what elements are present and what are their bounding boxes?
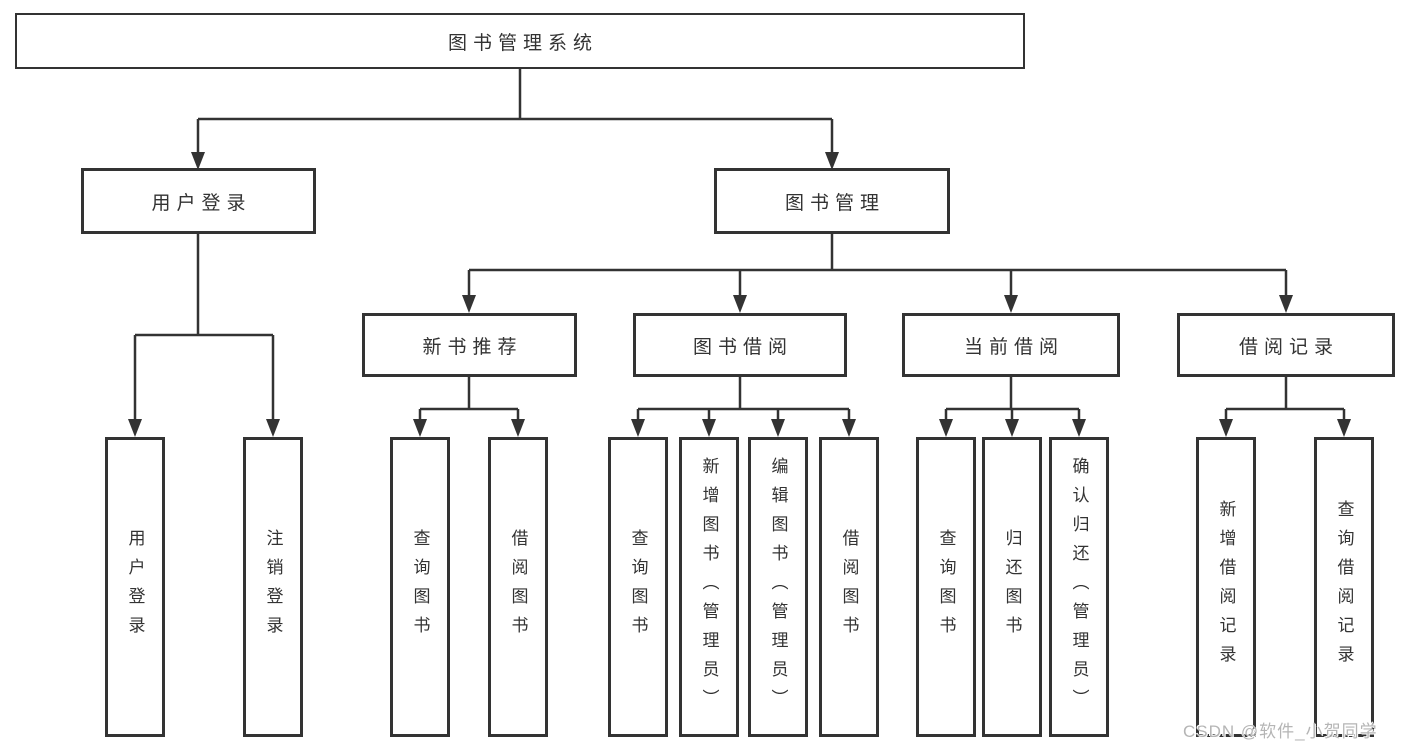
node-library-system: 图书管理系统 — [15, 13, 1025, 69]
leaf-query-borrow-record-label: 查询借阅记录 — [1334, 500, 1354, 674]
node-book-management: 图书管理 — [714, 168, 950, 234]
leaf-borrow-books-1-label: 借阅图书 — [508, 529, 528, 645]
leaf-add-borrow-record-label: 新增借阅记录 — [1216, 500, 1236, 674]
leaf-borrow-books-2-label: 借阅图书 — [839, 529, 859, 645]
leaf-logout: 注销登录 — [243, 437, 303, 737]
leaf-query-books-2: 查询图书 — [608, 437, 668, 737]
node-current-borrow: 当前借阅 — [902, 313, 1120, 377]
leaf-query-books-1: 查询图书 — [390, 437, 450, 737]
leaf-borrow-books-1: 借阅图书 — [488, 437, 548, 737]
leaf-query-books-3-label: 查询图书 — [936, 529, 956, 645]
leaf-return-book-label: 归还图书 — [1002, 529, 1022, 645]
node-user-login: 用户登录 — [81, 168, 316, 234]
leaf-add-book-admin-label: 新增图书（管理员） — [699, 456, 719, 718]
leaf-confirm-return-admin: 确认归还（管理员） — [1049, 437, 1109, 737]
leaf-user-login-label: 用户登录 — [125, 529, 145, 645]
leaf-add-borrow-record: 新增借阅记录 — [1196, 437, 1256, 737]
csdn-watermark: CSDN @软件_小贺同学 — [1183, 722, 1378, 741]
node-borrow-records: 借阅记录 — [1177, 313, 1395, 377]
leaf-add-book-admin: 新增图书（管理员） — [679, 437, 739, 737]
leaf-edit-book-admin: 编辑图书（管理员） — [748, 437, 808, 737]
node-book-borrow: 图书借阅 — [633, 313, 847, 377]
leaf-user-login: 用户登录 — [105, 437, 165, 737]
leaf-query-books-2-label: 查询图书 — [628, 529, 648, 645]
node-new-book-recommend: 新书推荐 — [362, 313, 577, 377]
leaf-edit-book-admin-label: 编辑图书（管理员） — [768, 456, 788, 718]
leaf-return-book: 归还图书 — [982, 437, 1042, 737]
leaf-confirm-return-admin-label: 确认归还（管理员） — [1069, 456, 1089, 718]
arrowheads — [128, 152, 1351, 437]
leaf-borrow-books-2: 借阅图书 — [819, 437, 879, 737]
leaf-query-books-1-label: 查询图书 — [410, 529, 430, 645]
leaf-query-books-3: 查询图书 — [916, 437, 976, 737]
leaf-query-borrow-record: 查询借阅记录 — [1314, 437, 1374, 737]
leaf-logout-label: 注销登录 — [263, 529, 283, 645]
